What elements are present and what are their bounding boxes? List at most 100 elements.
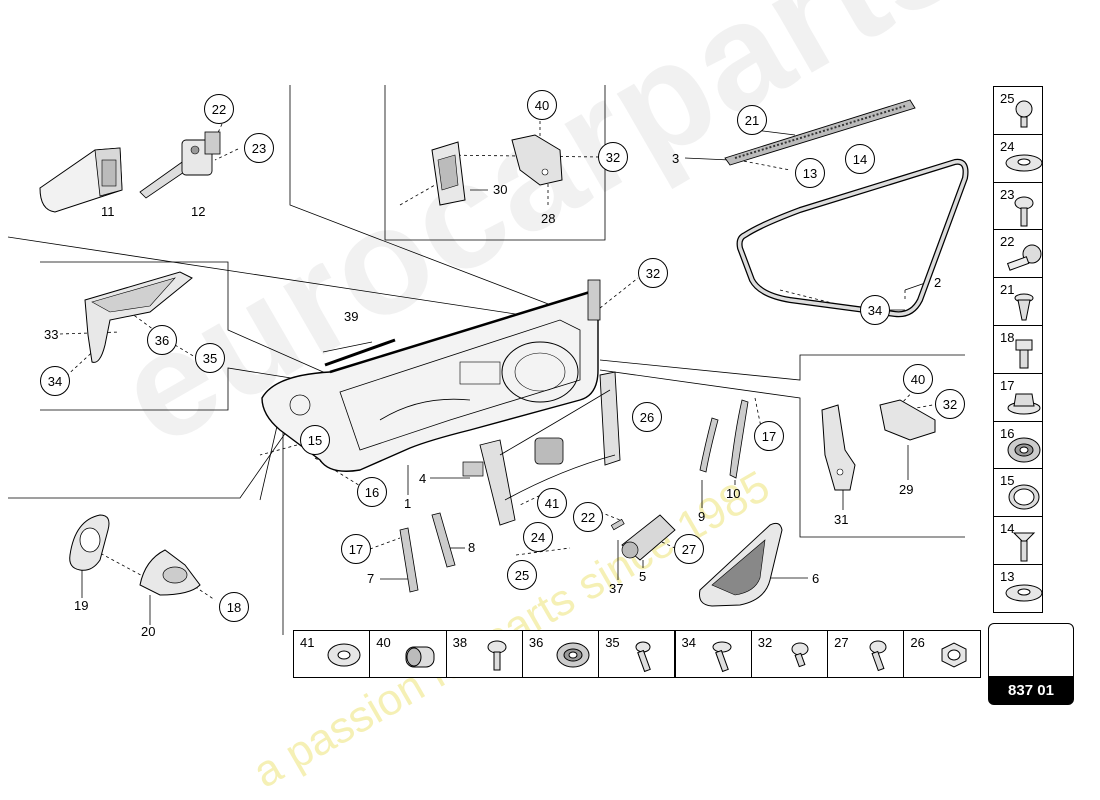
legend-cell-41: 41 (293, 630, 371, 678)
callout-23: 23 (244, 133, 274, 163)
flat-washer-icon (1005, 154, 1043, 172)
part-6-drawing (699, 522, 783, 607)
flange-nut-icon (1007, 393, 1041, 415)
legend-number: 22 (1000, 234, 1015, 250)
legend-cell-22: 22 (993, 229, 1043, 279)
countersunk-screw-icon (1012, 532, 1036, 562)
legend-cell-16: 16 (993, 420, 1043, 470)
label-3: 3 (672, 151, 680, 166)
callout-14: 14 (845, 144, 875, 174)
part-33-drawing (84, 271, 193, 363)
label-9: 9 (698, 509, 706, 524)
part-11-drawing (39, 147, 123, 213)
legend-cell-18: 18 (993, 325, 1043, 374)
spacer-sleeve-icon (327, 643, 361, 667)
callout-32: 32 (935, 389, 965, 419)
legend-cell-26: 26 (903, 630, 981, 678)
part-37-drawing (610, 518, 625, 531)
callout-32: 32 (598, 142, 628, 172)
part-8-drawing (431, 512, 456, 568)
short-bolt-icon (791, 642, 809, 668)
callout-26: 26 (632, 402, 662, 432)
part-12-drawing (139, 131, 221, 199)
callout-16: 16 (357, 477, 387, 507)
label-6: 6 (812, 571, 820, 586)
washer-icon (1005, 584, 1043, 602)
part-2-drawing (736, 158, 969, 318)
legend-cell-27: 27 (827, 630, 905, 678)
legend-cell-21: 21 (993, 277, 1043, 326)
callout-40: 40 (527, 90, 557, 120)
label-11: 11 (101, 204, 115, 219)
grommet-icon (556, 642, 590, 668)
label-8: 8 (468, 540, 476, 555)
legend-cell-15: 15 (993, 468, 1043, 518)
callout-13: 13 (795, 158, 825, 188)
legend-number: 24 (1000, 138, 1015, 154)
callout-22: 22 (573, 502, 603, 532)
legend-number: 15 (1000, 473, 1015, 489)
legend-number: 13 (1000, 569, 1015, 584)
legend-cell-17: 17 (993, 372, 1043, 422)
callout-32: 32 (638, 258, 668, 288)
part-3-drawing (724, 99, 916, 166)
label-31: 31 (834, 512, 849, 527)
label-33: 33 (44, 327, 59, 342)
part-20-drawing (139, 549, 201, 596)
torx-bolt-short-icon (1015, 100, 1033, 128)
legend-cell-24: 24 (993, 133, 1043, 183)
label-29: 29 (899, 482, 914, 497)
label-2: 2 (934, 275, 942, 290)
legend-number: 23 (1000, 186, 1015, 202)
legend-number: 32 (757, 635, 773, 650)
callout-34: 34 (40, 366, 70, 396)
stud-bolt-icon (1006, 244, 1042, 272)
legend-number: 25 (1000, 91, 1015, 106)
legend-number: 41 (300, 635, 315, 650)
callout-17: 17 (341, 534, 371, 564)
legend-number: 38 (452, 635, 468, 650)
legend-number: 18 (1000, 330, 1015, 345)
callout-27: 27 (674, 534, 704, 564)
hex-nut-icon (941, 642, 967, 668)
legend-cell-13: 13 (993, 564, 1043, 613)
label-30: 30 (493, 182, 508, 197)
legend-number: 27 (834, 635, 849, 650)
callout-21: 21 (737, 105, 767, 135)
callout-17: 17 (754, 421, 784, 451)
part-7-drawing (399, 527, 419, 593)
label-5: 5 (639, 569, 647, 584)
legend-number: 36 (528, 635, 544, 650)
bushing-icon (405, 646, 435, 668)
label-37: 37 (609, 581, 624, 596)
legend-cell-35: 35 (598, 630, 676, 678)
label-7: 7 (367, 571, 375, 586)
legend-cell-32: 32 (750, 630, 829, 678)
callout-24: 24 (523, 522, 553, 552)
label-12: 12 (191, 204, 206, 219)
label-28: 28 (541, 211, 556, 226)
callout-36: 36 (147, 325, 177, 355)
legend-cell-40: 40 (369, 630, 447, 678)
legend-number: 35 (605, 635, 620, 650)
torx-bolt-icon (487, 640, 507, 671)
callout-22: 22 (204, 94, 234, 124)
label-4: 4 (419, 471, 427, 486)
legend-cell-25: 25 (993, 86, 1043, 135)
label-19: 19 (74, 598, 89, 613)
legend-cell-23: 23 (993, 181, 1043, 231)
part-9-drawing (699, 417, 719, 473)
callout-25: 25 (507, 560, 537, 590)
legend-number: 26 (910, 635, 925, 650)
part-5-drawing (621, 514, 676, 561)
legend-number: 14 (1000, 521, 1015, 537)
part-29-drawing (879, 399, 936, 441)
part-10-drawing (729, 399, 749, 479)
part-39-drawing (324, 338, 396, 367)
legend-cell-36: 36 (521, 630, 600, 678)
legend-number: 16 (1000, 425, 1015, 441)
callout-40: 40 (903, 364, 933, 394)
callout-15: 15 (300, 425, 330, 455)
legend-number: 17 (1000, 377, 1015, 393)
